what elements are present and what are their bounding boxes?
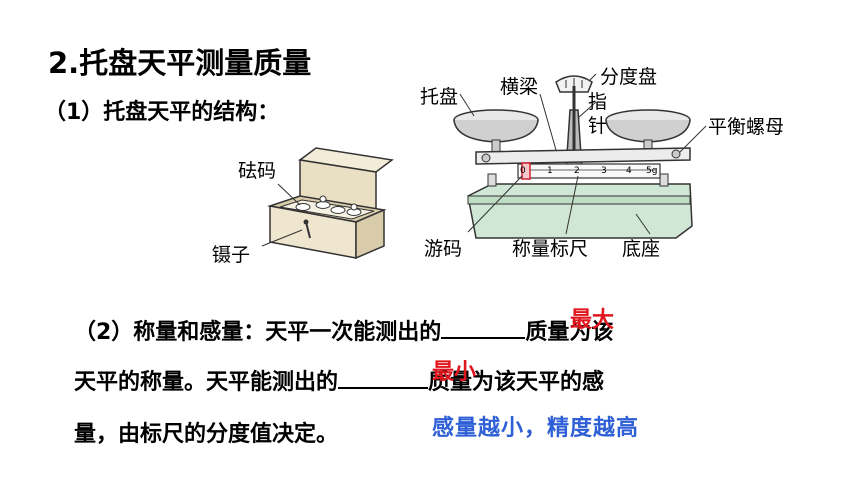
label-base: 底座 xyxy=(622,238,661,260)
scale-tick-3: 3 xyxy=(601,166,607,176)
section-subtitle: （1）托盘天平的结构： xyxy=(44,100,280,125)
paragraph-line-3: 量，由标尺的分度值决定。 xyxy=(74,422,339,447)
label-weights: 砝码 xyxy=(238,160,277,182)
label-rider: 游码 xyxy=(424,238,463,260)
scale-tick-0: 0 xyxy=(520,166,526,176)
note-text: 感量越小，精度越高 xyxy=(432,416,640,441)
paragraph-line-1: （2）称量和感量：天平一次能测出的 质量为该 xyxy=(74,314,613,346)
label-pointer: 指针 xyxy=(588,91,608,137)
answer-max: 最大 xyxy=(570,308,615,333)
blank-2 xyxy=(338,365,429,389)
scale-tick-1: 1 xyxy=(547,166,553,176)
scale-tick-5: 5g xyxy=(646,166,658,176)
line1-prefix: （2）称量和感量：天平一次能测出的 xyxy=(74,320,442,345)
label-scale: 称量标尺 xyxy=(512,238,589,260)
answer-min: 最小 xyxy=(432,360,477,385)
blank-1 xyxy=(441,315,526,339)
scale-tick-4: 4 xyxy=(626,166,632,176)
label-dial: 分度盘 xyxy=(600,66,658,88)
paragraph-line-2: 天平的称量。天平能测出的 质量为该天平的感 xyxy=(74,364,604,396)
scale-tick-2: 2 xyxy=(574,166,580,176)
label-tray: 托盘 xyxy=(420,86,459,108)
label-tweezers: 镊子 xyxy=(212,244,251,266)
line2-prefix: 天平的称量。天平能测出的 xyxy=(74,370,339,395)
slide-title: 2.托盘天平测量质量 xyxy=(48,46,312,80)
label-balance-nut: 平衡螺母 xyxy=(708,116,785,138)
label-beam: 横梁 xyxy=(500,76,539,98)
line2-suffix: 质量为该天平的感 xyxy=(428,370,605,395)
line1-suffix: 质量为该 xyxy=(525,320,614,345)
